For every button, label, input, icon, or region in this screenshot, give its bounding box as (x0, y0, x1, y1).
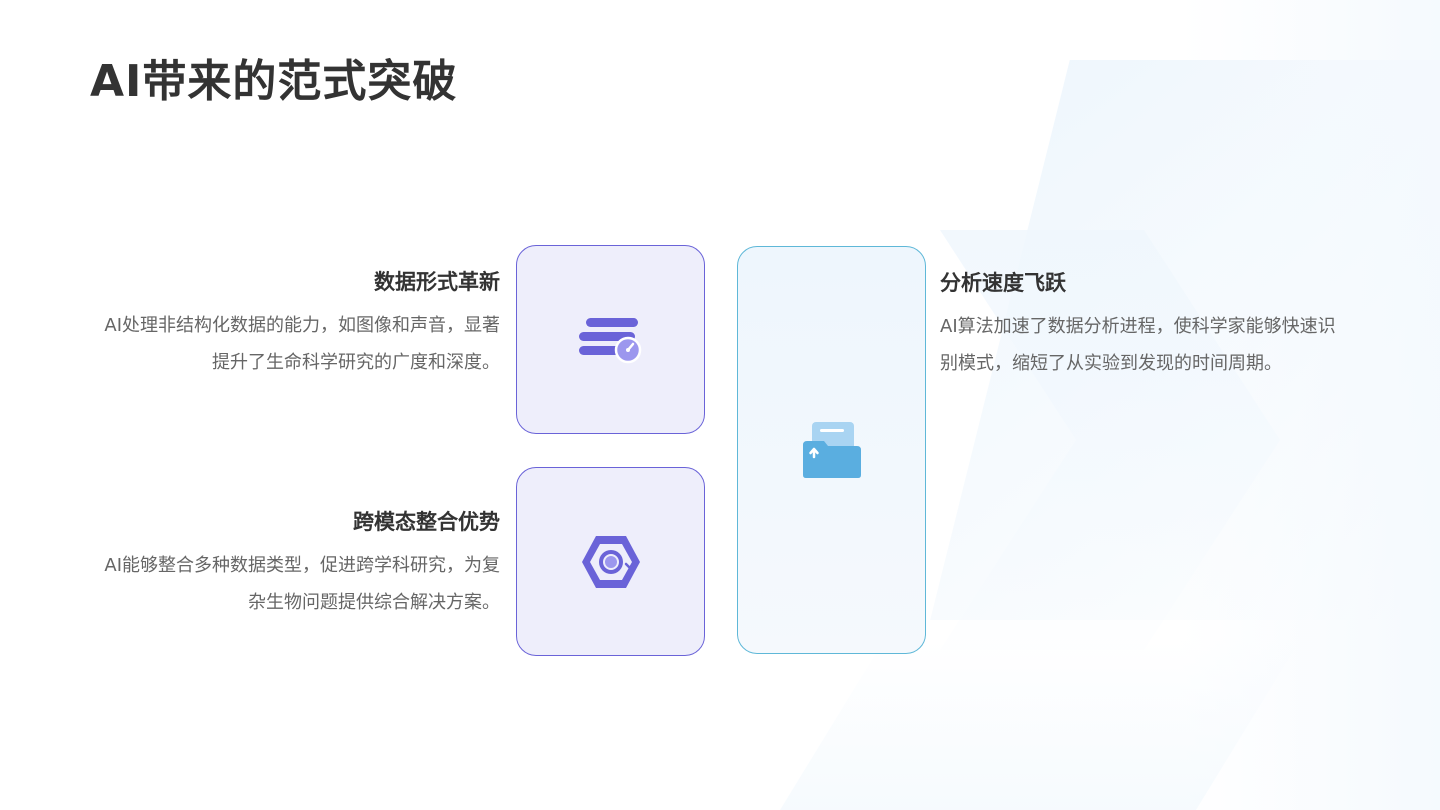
hexagon-sync-icon (580, 534, 642, 590)
icon-card-cross-modal (516, 467, 705, 656)
background-right-fade (1180, 0, 1440, 810)
folder-upload-icon (802, 421, 862, 479)
item-analysis-speed: 分析速度飞跃 AI算法加速了数据分析进程，使科学家能够快速识别模式，缩短了从实验… (940, 268, 1340, 382)
item-description: AI算法加速了数据分析进程，使科学家能够快速识别模式，缩短了从实验到发现的时间周… (940, 316, 1336, 374)
database-gauge-icon (578, 316, 644, 364)
item-description: AI处理非结构化数据的能力，如图像和声音，显著提升了生命科学研究的广度和深度。 (104, 315, 500, 373)
icon-card-data-format (516, 245, 705, 434)
item-title: 分析速度飞跃 (940, 271, 1066, 295)
item-title: 跨模态整合优势 (353, 510, 500, 534)
item-description: AI能够整合多种数据类型，促进跨学科研究，为复杂生物问题提供综合解决方案。 (104, 555, 500, 613)
background-bottom-shape (780, 640, 1300, 810)
item-cross-modal: 跨模态整合优势 AI能够整合多种数据类型，促进跨学科研究，为复杂生物问题提供综合… (96, 507, 500, 621)
page-title: AI带来的范式突破 (90, 56, 458, 107)
icon-card-analysis-speed (737, 246, 926, 654)
item-title: 数据形式革新 (374, 270, 500, 294)
item-data-format: 数据形式革新 AI处理非结构化数据的能力，如图像和声音，显著提升了生命科学研究的… (96, 267, 500, 381)
